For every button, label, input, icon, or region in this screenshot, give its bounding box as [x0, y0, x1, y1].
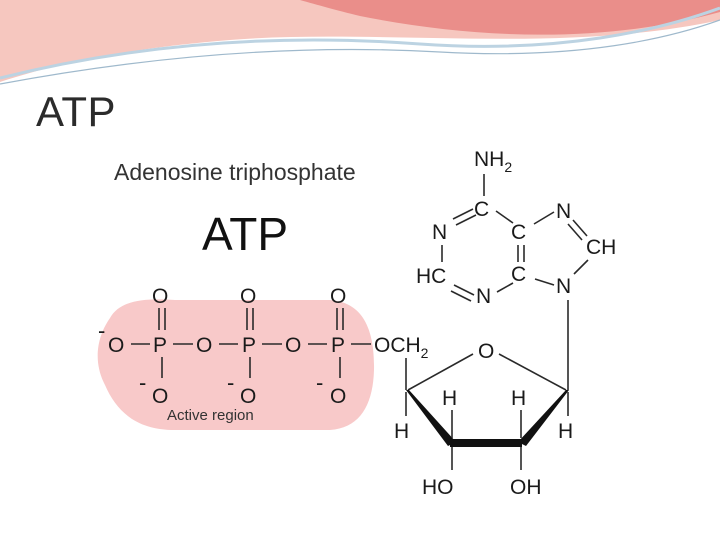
bridge-oxygen-1: O: [196, 334, 212, 357]
double-bond: [450, 290, 472, 302]
negative-charge: -: [316, 370, 323, 395]
single-bond: [573, 259, 589, 275]
header-swoosh-coral: [300, 0, 720, 35]
header-decoration: [0, 0, 720, 85]
bridge-oxygen-2: O: [285, 334, 301, 357]
negative-charge: -: [139, 370, 146, 395]
adenine-c6: C: [474, 198, 489, 221]
double-bond: [452, 208, 474, 220]
negative-charge: -: [227, 370, 234, 395]
ribose-c2-hydrogen: H: [511, 387, 526, 410]
double-bond: [455, 214, 477, 226]
single-bond: [534, 278, 555, 286]
phosphate-alpha-bottom-oxygen: O: [330, 385, 346, 408]
phosphate-beta-top-oxygen: O: [240, 285, 256, 308]
slide-title: ATP: [36, 88, 117, 135]
ring-bond: [498, 353, 567, 391]
phosphorus-gamma: P: [153, 334, 167, 357]
adenine-n7: N: [556, 200, 571, 223]
double-bond: [567, 223, 583, 241]
adenine-c2: HC: [416, 265, 446, 288]
molecule-abbreviation: ATP: [202, 208, 288, 260]
double-bond: [453, 284, 475, 296]
ribose-c3-hydrogen: H: [442, 387, 457, 410]
single-bond: [495, 210, 514, 224]
active-region-label: Active region: [167, 407, 254, 424]
terminal-oxygen: O: [108, 334, 124, 357]
ribose-wedge-left: [406, 390, 456, 446]
ribose-3-hydroxyl: HO: [422, 476, 454, 499]
adenine-n3: N: [476, 285, 491, 308]
phosphorus-beta: P: [242, 334, 256, 357]
single-bond: [533, 211, 555, 225]
adenine-c8: CH: [586, 236, 616, 259]
header-swoosh-blue: [0, 6, 720, 80]
single-bond: [496, 282, 514, 293]
amino-group: NH2: [474, 148, 512, 175]
ester-oxygen-ch2: OCH2: [374, 334, 429, 361]
negative-charge: -: [98, 318, 105, 343]
ring-bond: [407, 353, 474, 391]
phosphorus-alpha: P: [331, 334, 345, 357]
phosphate-beta-bottom-oxygen: O: [240, 385, 256, 408]
ribose-c4-hydrogen: H: [394, 420, 409, 443]
ribose-c1-hydrogen: H: [558, 420, 573, 443]
molecule-name: Adenosine triphosphate: [114, 159, 356, 185]
ribose-wedge-right: [518, 390, 569, 446]
adenine-n9: N: [556, 275, 571, 298]
phosphate-alpha-top-oxygen: O: [152, 285, 168, 308]
active-region-highlight: [97, 299, 375, 430]
adenine-c4: C: [511, 263, 526, 286]
phosphate-gamma-bottom-oxygen: O: [152, 385, 168, 408]
double-bond: [572, 219, 588, 237]
header-swoosh-line: [0, 19, 720, 85]
phosphate-gamma-top-oxygen: O: [330, 285, 346, 308]
adenine-n1: N: [432, 221, 447, 244]
ribose-ring-oxygen: O: [478, 340, 494, 363]
ribose-2-hydroxyl: OH: [510, 476, 542, 499]
adenine-c5: C: [511, 221, 526, 244]
